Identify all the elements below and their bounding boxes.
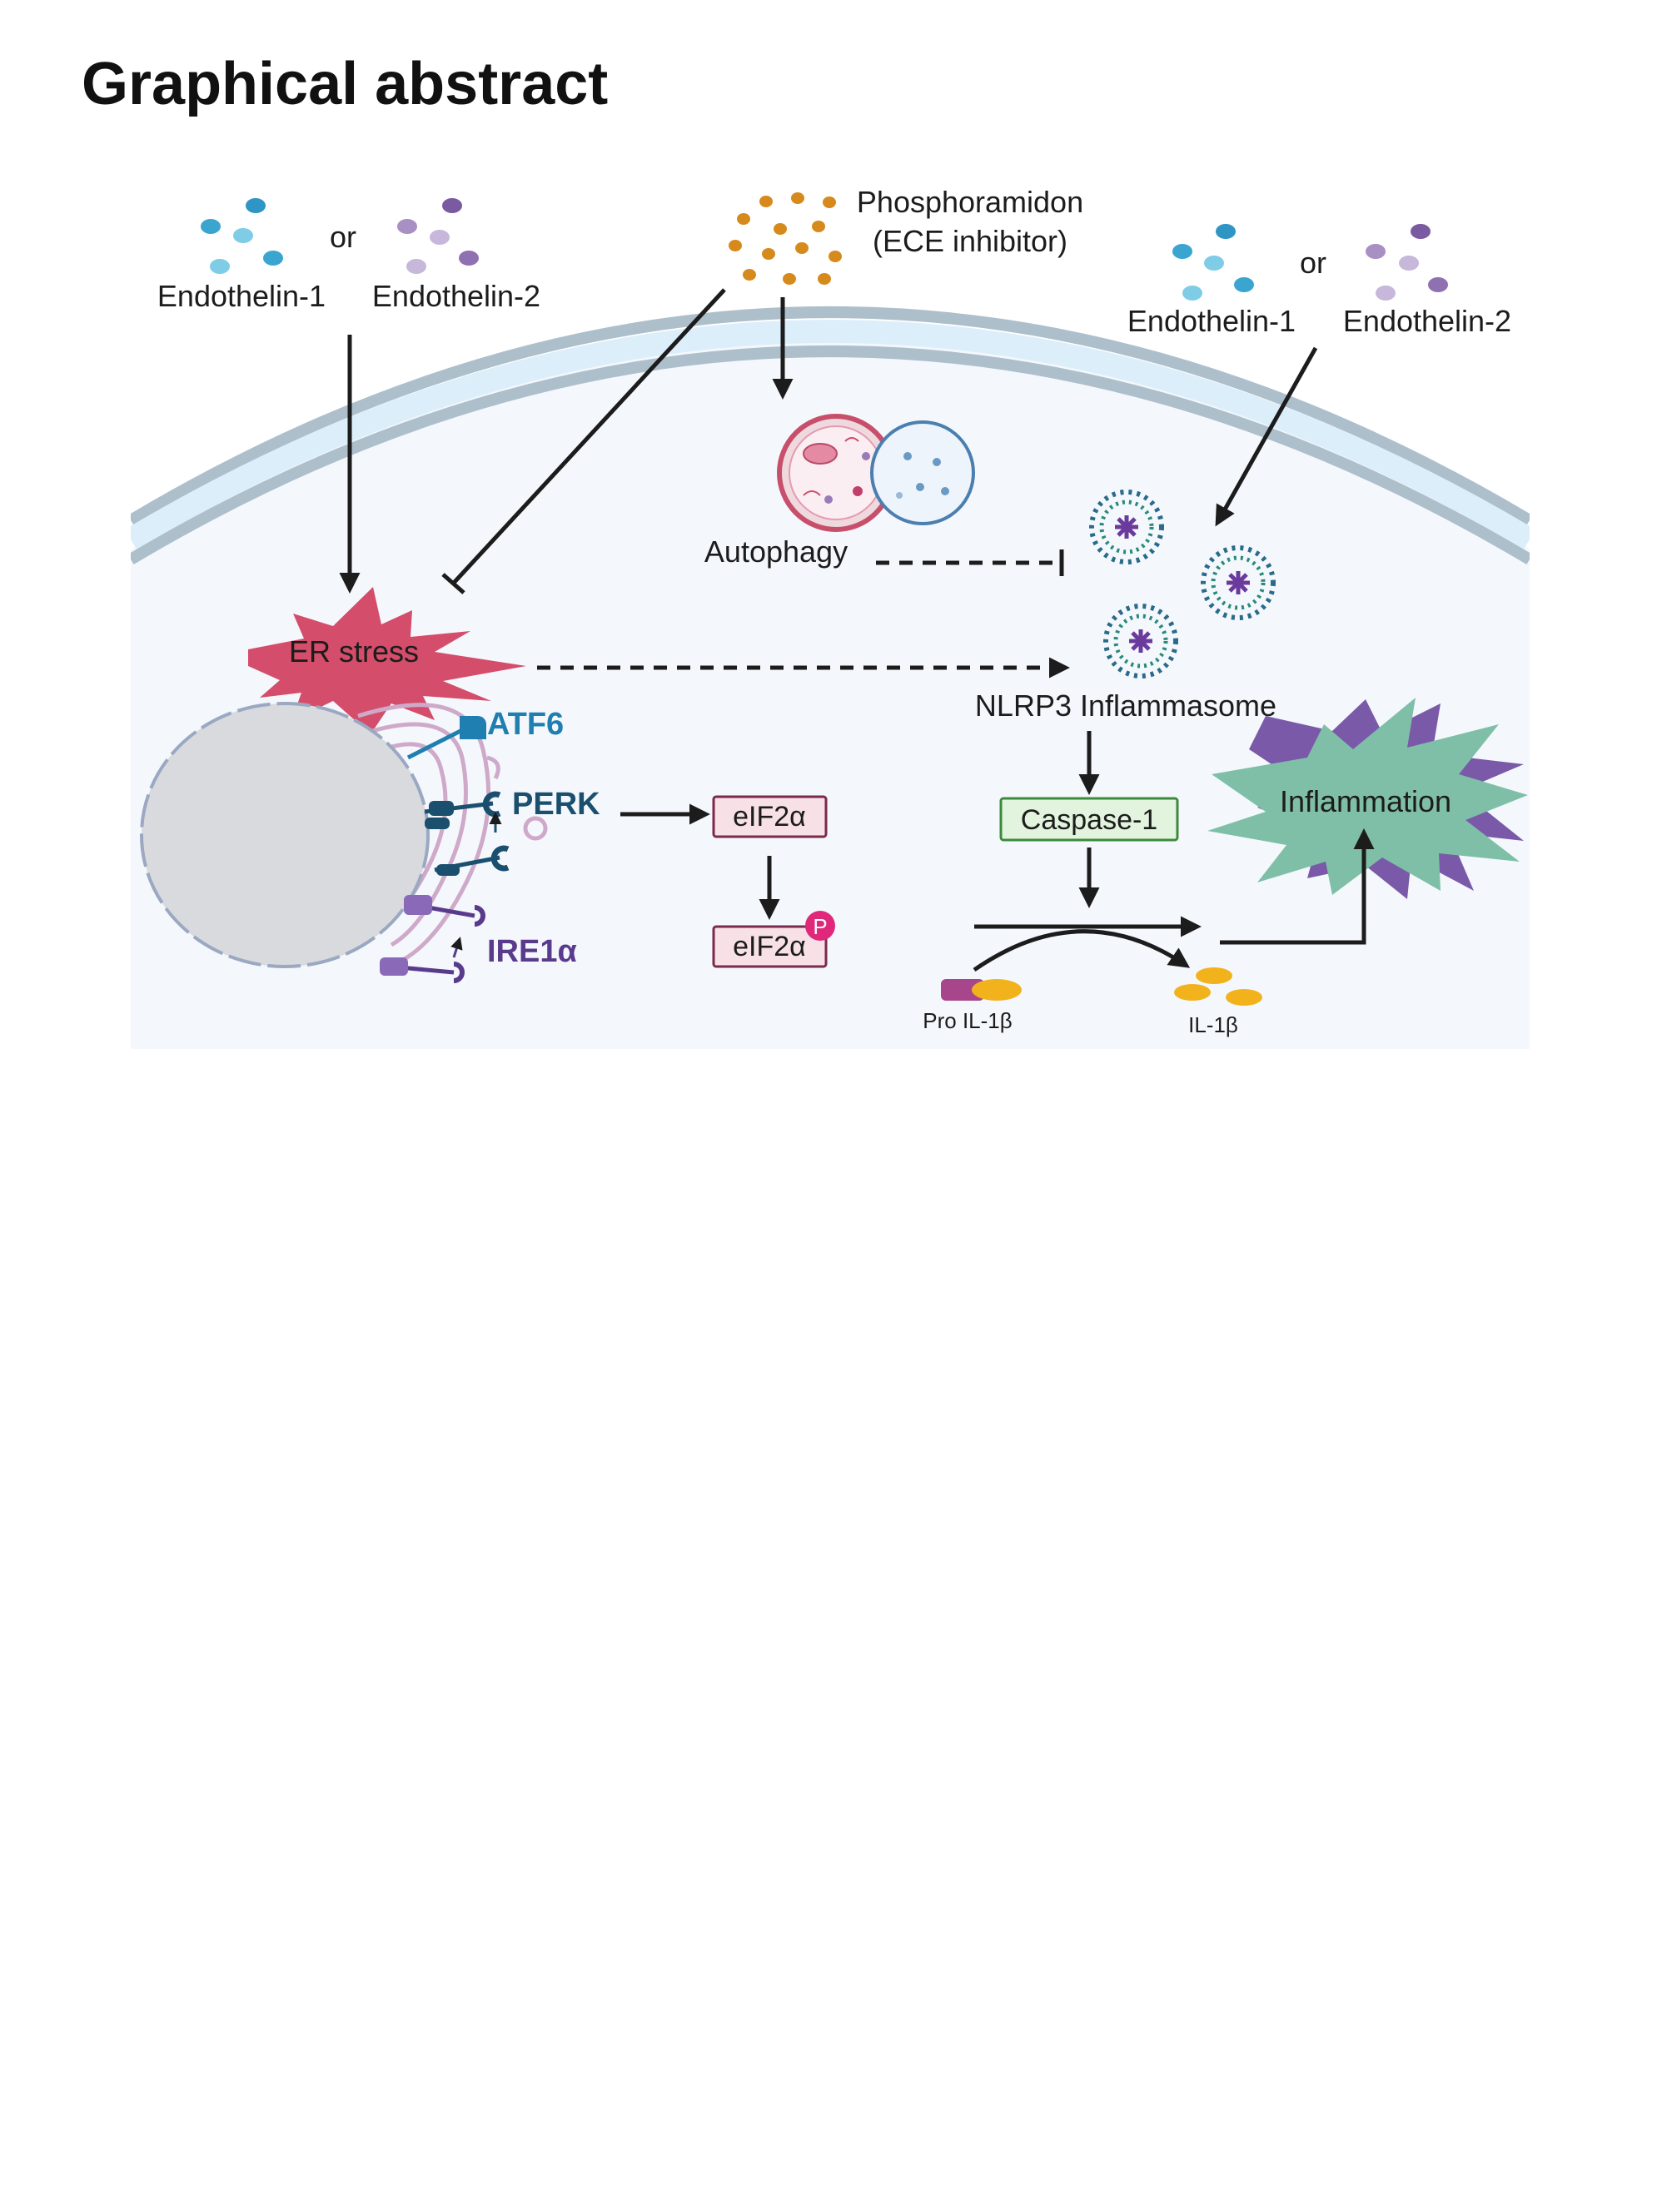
inhibit-phosphoramidon-er-stress xyxy=(452,288,726,584)
er-stress-star xyxy=(248,587,526,734)
phosphoramidon-molecules xyxy=(729,192,842,285)
pro-il1b-label: Pro IL-1β xyxy=(923,1008,1012,1033)
endothelin-2-label-left: Endothelin-2 xyxy=(372,279,540,313)
ire1a-label: IRE1α xyxy=(487,934,577,969)
eif2a-phospho-label: eIF2α xyxy=(733,931,806,962)
eif2a-label: eIF2α xyxy=(733,801,806,833)
il1b-icon xyxy=(1174,967,1262,1006)
perk-label: PERK xyxy=(512,787,600,822)
phospho-badge xyxy=(805,911,835,941)
arrow-il1b-to-inflammation xyxy=(1220,828,1375,945)
endothelin-1-molecules-left xyxy=(201,198,283,274)
autophagy-label: Autophagy xyxy=(704,534,848,569)
pro-il1b-icon xyxy=(941,979,1022,1001)
nlrp3-inflammasome-icon xyxy=(1089,490,1276,679)
lysosome-icon xyxy=(870,420,975,525)
caspase-1-label: Caspase-1 xyxy=(1021,804,1157,836)
endothelin-2-molecules-left xyxy=(397,198,479,274)
cell-membrane-inner xyxy=(131,345,1530,565)
inflammation-label: Inflammation xyxy=(1280,784,1451,818)
nlrp3-label: NLRP3 Inflammasome xyxy=(975,688,1276,723)
inhibit-bar-er-stress xyxy=(441,573,465,594)
arrows xyxy=(339,288,1375,972)
eif2a-box xyxy=(712,795,828,838)
cell xyxy=(131,306,1530,1049)
cell-membrane-outer xyxy=(131,306,1530,526)
il1b-label: IL-1β xyxy=(1188,1012,1238,1037)
autophagosome-icon xyxy=(777,414,895,532)
or-label-right: or xyxy=(1300,246,1326,280)
inflammation-green-star xyxy=(1207,698,1528,895)
caspase-1-box xyxy=(999,797,1179,842)
endothelin-2-label-right: Endothelin-2 xyxy=(1343,304,1511,338)
atf6-label: ATF6 xyxy=(487,707,564,742)
page-title: Graphical abstract xyxy=(82,51,609,117)
nucleus xyxy=(140,702,430,968)
ire1a-sensor-icon xyxy=(380,895,485,983)
endothelin-1-molecules-right xyxy=(1172,224,1254,301)
cell-membrane-inner-band xyxy=(131,320,1530,550)
er-stress-label: ER stress xyxy=(289,634,419,669)
ece-inhibitor-label: (ECE inhibitor) xyxy=(873,224,1067,258)
endothelin-1-label-left: Endothelin-1 xyxy=(157,279,326,313)
perk-sensor-icon xyxy=(424,791,510,876)
phospho-badge-label: P xyxy=(813,914,827,939)
cell-cytoplasm xyxy=(131,341,1530,1049)
phosphoramidon-label: Phosphoramidon xyxy=(857,185,1083,219)
eif2a-phospho-box xyxy=(712,925,828,968)
endothelin-1-label-right: Endothelin-1 xyxy=(1127,304,1296,338)
atf6-sensor-icon xyxy=(406,716,486,760)
arrow-endothelin-to-nlrp3 xyxy=(1215,346,1318,527)
arrow-processing-curve xyxy=(973,929,1191,972)
or-label-left: or xyxy=(330,220,356,254)
endothelin-2-molecules-right xyxy=(1366,224,1448,301)
